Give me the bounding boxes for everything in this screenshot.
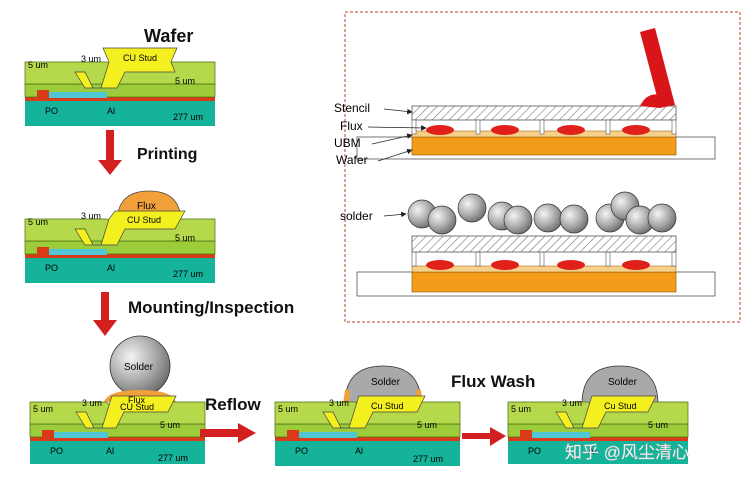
label-277um: 277 um bbox=[173, 269, 203, 279]
stencil-apertures bbox=[411, 119, 677, 135]
label-3um: 3 um bbox=[329, 398, 349, 408]
watermark: 知乎 @风尘清心 bbox=[565, 443, 689, 462]
al-pad bbox=[52, 432, 108, 438]
red-layer bbox=[275, 436, 460, 441]
step-title-printing: Printing bbox=[137, 146, 198, 163]
label-5um-b: 5 um bbox=[175, 76, 195, 86]
label-cu-stud: CU Stud bbox=[123, 53, 157, 63]
squeegee bbox=[640, 28, 675, 108]
label-flux-panel: Flux bbox=[340, 119, 363, 133]
label-solder: Solder bbox=[124, 362, 154, 373]
substrate bbox=[25, 100, 215, 126]
label-solder: Solder bbox=[371, 377, 401, 388]
wafer-orange bbox=[411, 136, 677, 156]
al-pad bbox=[47, 249, 107, 255]
step-title-mounting: Mounting/Inspection bbox=[128, 298, 295, 317]
red-layer bbox=[30, 436, 205, 441]
step-title-reflow: Reflow bbox=[205, 395, 261, 414]
cu-stud bbox=[555, 395, 657, 429]
stencil-upper bbox=[411, 105, 677, 121]
solder-reflowed bbox=[581, 365, 659, 405]
al-pad bbox=[47, 92, 107, 98]
label-5um-b: 5 um bbox=[648, 420, 668, 430]
step-title-flux-wash: Flux Wash bbox=[451, 372, 536, 391]
label-al: Al bbox=[588, 446, 596, 456]
label-al: Al bbox=[355, 446, 363, 456]
wafer-section-5: Solder 5 um 3 um Cu Stud 5 um PO Al bbox=[507, 365, 689, 464]
red-layer bbox=[25, 96, 215, 101]
label-solder: Solder bbox=[608, 377, 638, 388]
label-277um: 277 um bbox=[158, 453, 188, 463]
down-arrow-2 bbox=[93, 292, 117, 336]
red-layer bbox=[25, 253, 215, 258]
flux-dots-lower bbox=[426, 260, 650, 270]
label-5um-a: 5 um bbox=[28, 60, 48, 70]
label-277um: 277 um bbox=[413, 454, 443, 464]
label-5um-b: 5 um bbox=[417, 420, 437, 430]
substrate bbox=[275, 440, 460, 466]
po-block bbox=[42, 430, 54, 438]
po-block bbox=[37, 90, 49, 98]
label-5um-b: 5 um bbox=[160, 420, 180, 430]
step-title-wafer: Wafer bbox=[144, 26, 194, 46]
label-solder-panel: solder bbox=[340, 209, 373, 223]
wafer-section-4: Solder 5 um 3 um Cu Stud 5 um PO Al 277 … bbox=[274, 365, 461, 466]
label-5um-a: 5 um bbox=[278, 404, 298, 414]
substrate bbox=[508, 440, 688, 464]
right-arrow-flux-wash bbox=[462, 427, 506, 446]
label-5um-a: 5 um bbox=[33, 404, 53, 414]
po-block bbox=[287, 430, 299, 438]
label-po: PO bbox=[50, 446, 63, 456]
label-cu-stud: CU Stud bbox=[127, 215, 161, 225]
wafer-section-3: Solder Flux 5 um 3 um CU Stud 5 um PO Al… bbox=[29, 335, 206, 464]
label-cu-stud: Cu Stud bbox=[371, 401, 404, 411]
label-cu-stud: CU Stud bbox=[120, 402, 154, 412]
label-al: Al bbox=[107, 263, 115, 273]
red-layer bbox=[508, 436, 688, 441]
substrate bbox=[25, 257, 215, 283]
cu-stud bbox=[75, 395, 177, 429]
down-arrow-1 bbox=[98, 130, 122, 175]
label-po: PO bbox=[45, 106, 58, 116]
label-po: PO bbox=[528, 446, 541, 456]
label-flux: Flux bbox=[128, 395, 146, 405]
label-al: Al bbox=[106, 446, 114, 456]
label-flux: Flux bbox=[137, 201, 156, 212]
label-po: PO bbox=[45, 263, 58, 273]
po-block bbox=[37, 247, 49, 255]
label-al: Al bbox=[107, 106, 115, 116]
label-cu-stud: Cu Stud bbox=[604, 401, 637, 411]
al-pad bbox=[297, 432, 357, 438]
stencil-lower bbox=[411, 235, 677, 253]
label-po: PO bbox=[295, 446, 308, 456]
right-arrow-reflow bbox=[200, 423, 256, 443]
label-5um-a: 5 um bbox=[511, 404, 531, 414]
label-3um: 3 um bbox=[82, 398, 102, 408]
label-3um: 3 um bbox=[562, 398, 582, 408]
label-3um: 3 um bbox=[81, 211, 101, 221]
wafer-orange bbox=[411, 271, 677, 293]
po-block bbox=[520, 430, 532, 438]
stencil-assembly-lower bbox=[356, 191, 716, 297]
solder-balls bbox=[407, 191, 677, 235]
label-5um-b: 5 um bbox=[175, 233, 195, 243]
flux-paste-blob bbox=[640, 94, 664, 108]
stencil-assembly-upper bbox=[356, 28, 716, 160]
flux-dots-upper bbox=[426, 125, 650, 135]
wafer-section-2: Flux 5 um 3 um CU Stud 5 um PO Al 277 um bbox=[24, 190, 216, 283]
label-3um: 3 um bbox=[81, 54, 101, 64]
wafer-section-1: 5 um 3 um CU Stud 5 um PO Al 277 um bbox=[24, 47, 216, 126]
label-5um-a: 5 um bbox=[28, 217, 48, 227]
cu-stud bbox=[74, 47, 178, 89]
label-wafer-panel: Wafer bbox=[336, 153, 368, 167]
cu-stud bbox=[322, 395, 426, 429]
label-277um: 277 um bbox=[173, 112, 203, 122]
label-ubm: UBM bbox=[334, 136, 361, 150]
label-stencil: Stencil bbox=[334, 101, 370, 115]
cu-stud bbox=[74, 210, 186, 246]
al-pad bbox=[530, 432, 590, 438]
substrate bbox=[30, 440, 205, 464]
